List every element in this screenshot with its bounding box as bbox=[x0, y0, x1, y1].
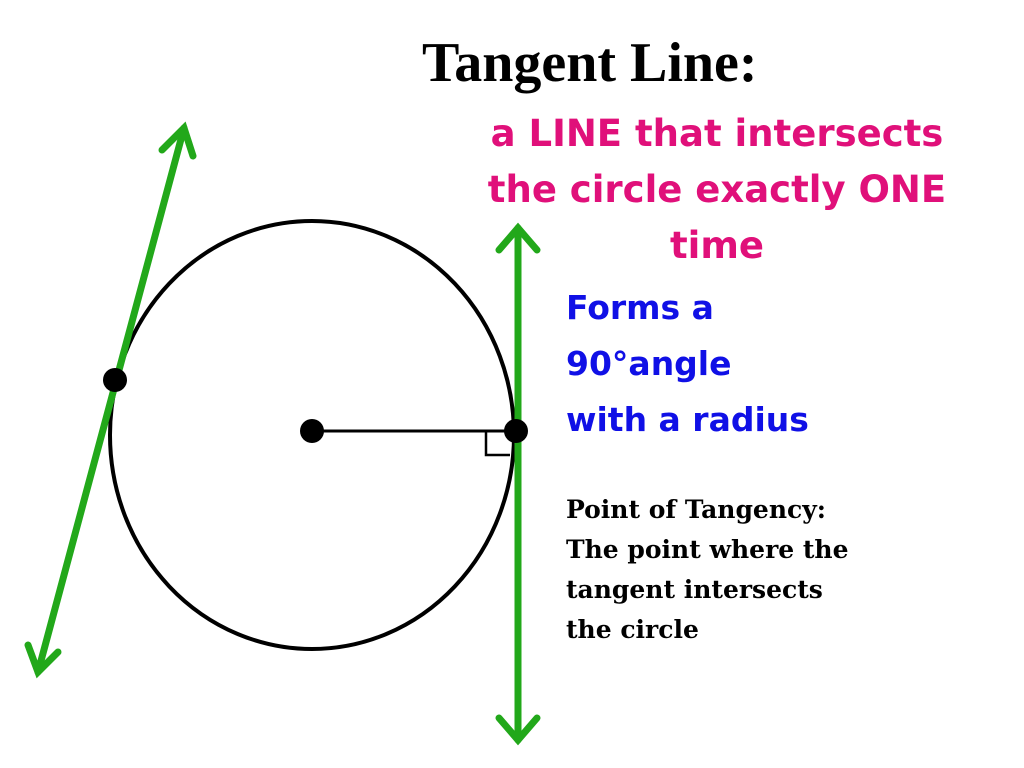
right-angle-note: Forms a 90°angle with a radius bbox=[566, 280, 809, 448]
tangency-note-line-2: The point where the bbox=[566, 535, 849, 564]
tangent-line-right bbox=[495, 222, 541, 746]
tangent-line-left bbox=[24, 121, 197, 679]
angle-note-line-1: Forms a bbox=[566, 288, 714, 327]
tangency-note-line-4: the circle bbox=[566, 615, 699, 644]
tangent-definition: a LINE that intersects the circle exactl… bbox=[432, 106, 1002, 274]
angle-note-line-2: 90°angle bbox=[566, 344, 732, 383]
point-of-tangency-right bbox=[504, 419, 528, 443]
point-of-tangency-left bbox=[103, 368, 127, 392]
slide-title: Tangent Line: bbox=[422, 32, 758, 94]
tangency-note-line-3: tangent intersects bbox=[566, 575, 823, 604]
angle-note-line-3: with a radius bbox=[566, 400, 809, 439]
definition-line-3: time bbox=[669, 224, 765, 267]
point-of-tangency-note: Point of Tangency: The point where the t… bbox=[566, 490, 848, 650]
tangency-note-line-1: Point of Tangency: bbox=[566, 495, 826, 524]
definition-line-2: the circle exactly ONE bbox=[487, 168, 947, 211]
definition-line-1: a LINE that intersects bbox=[490, 112, 944, 155]
right-angle-marker bbox=[484, 431, 510, 457]
center-point bbox=[300, 419, 324, 443]
